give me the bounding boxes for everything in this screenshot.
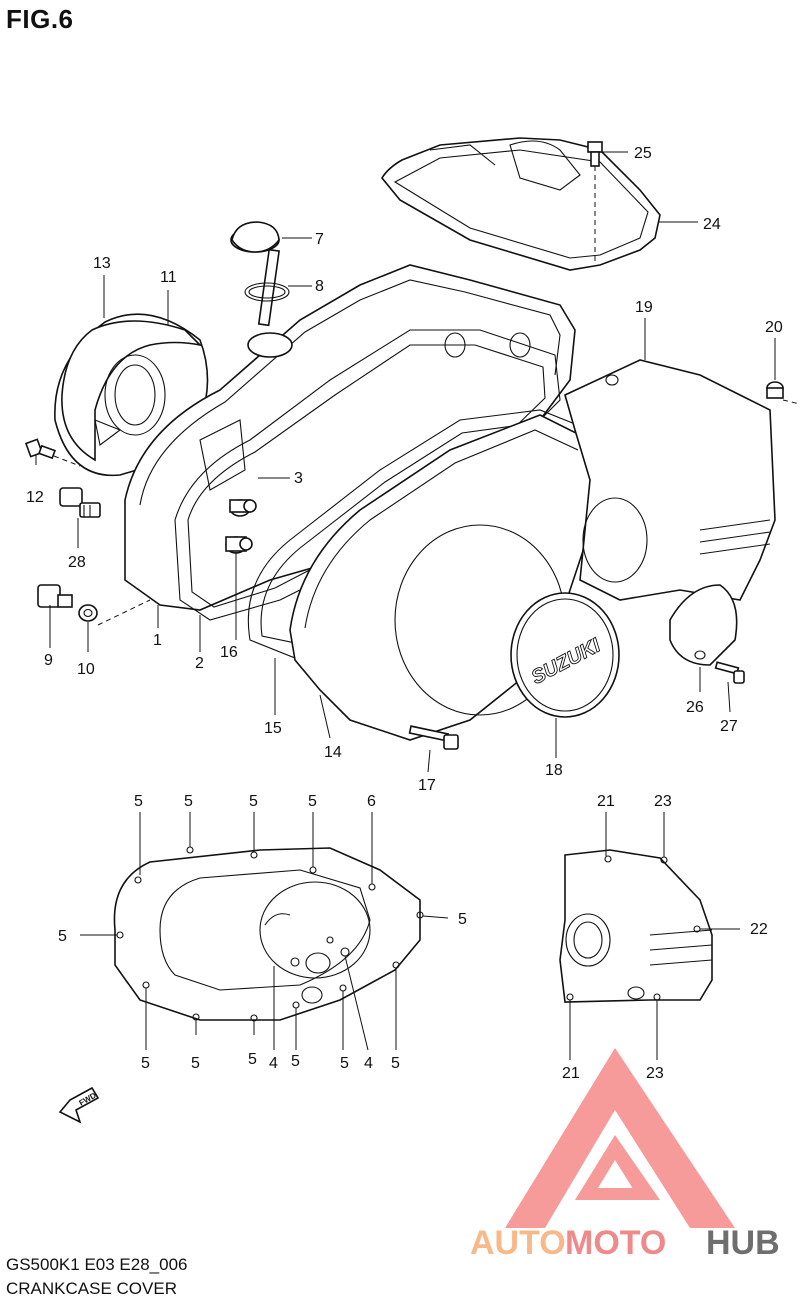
figure-title: FIG.6	[6, 4, 74, 34]
leader-lines-lower	[80, 812, 449, 1051]
part-19-sprocket-cover	[564, 359, 776, 601]
callout-5-k: 5	[340, 1055, 349, 1072]
callout-5-f: 5	[58, 928, 67, 945]
callout-13: 13	[93, 255, 111, 272]
callout-1: 1	[153, 632, 162, 649]
gasket-detail-drawing	[113, 846, 424, 1022]
callout-5-g: 5	[141, 1055, 150, 1072]
callout-18: 18	[545, 762, 563, 779]
part-8-o-ring	[244, 282, 290, 302]
watermark-text: AUTO MOTO HUB	[470, 1224, 780, 1262]
callout-5-d: 5	[308, 793, 317, 810]
part-16-dowel-pin	[225, 536, 253, 554]
part-24-top-cover	[381, 137, 661, 271]
callout-5-a: 5	[134, 793, 143, 810]
callout-21-b: 21	[562, 1065, 580, 1082]
callout-21-a: 21	[597, 793, 615, 810]
callout-16: 16	[220, 644, 238, 661]
callout-5-c: 5	[249, 793, 258, 810]
callout-5-b: 5	[184, 793, 193, 810]
part-12-bolt	[24, 438, 81, 467]
callout-7: 7	[315, 231, 324, 248]
part-25-bolt	[587, 141, 603, 262]
part-27-screw	[714, 661, 745, 684]
callout-8: 8	[315, 278, 324, 295]
callout-5-i: 5	[248, 1051, 257, 1068]
callout-4-b: 4	[364, 1055, 373, 1072]
callout-20: 20	[765, 319, 783, 336]
callout-5-h: 5	[191, 1055, 200, 1072]
watermark-inner-shape	[575, 1135, 660, 1200]
callout-9: 9	[44, 652, 53, 669]
fwd-arrow: FWD	[58, 1086, 100, 1124]
callout-2: 2	[195, 655, 204, 672]
leader-lines-upper	[35, 151, 776, 773]
callout-labels: 25 24 7 8 13 11 19 20 3 12 28 1 9 10 2 1…	[26, 145, 783, 1082]
callout-23-b: 23	[646, 1065, 664, 1082]
leader-lines-cover	[569, 812, 740, 1060]
watermark-word-moto: MOTO	[565, 1224, 666, 1262]
callout-26: 26	[686, 699, 704, 716]
callout-23-a: 23	[654, 793, 672, 810]
figure-code: GS500K1 E03 E28_006	[6, 1255, 188, 1274]
callout-10: 10	[77, 661, 95, 678]
part-26-cover-plate	[669, 584, 738, 666]
part-10-washer	[78, 599, 151, 626]
part-17-bolt	[408, 725, 459, 750]
callout-5-e: 5	[458, 911, 467, 928]
callout-22: 22	[750, 921, 768, 938]
part-3-dowel-pin	[229, 499, 257, 517]
watermark-word-hub: HUB	[706, 1224, 780, 1262]
callout-25: 25	[634, 145, 652, 162]
callout-11: 11	[160, 269, 177, 286]
callout-5-j: 5	[291, 1053, 300, 1070]
part-9-drain-plug	[37, 584, 73, 608]
watermark-triangle	[505, 1048, 735, 1228]
callout-14: 14	[324, 744, 342, 761]
callout-12: 12	[26, 489, 44, 506]
callout-28: 28	[68, 554, 86, 571]
part-20-cap	[766, 381, 800, 405]
figure-name: CRANKCASE COVER	[6, 1279, 177, 1298]
cover-detail-drawing	[559, 849, 713, 1003]
callout-19: 19	[635, 299, 653, 316]
callout-15: 15	[264, 720, 282, 737]
part-7-oil-filler-cap	[230, 221, 281, 327]
oil-filler-neck	[247, 332, 293, 358]
callout-24: 24	[703, 216, 721, 233]
callout-4-a: 4	[269, 1055, 278, 1072]
callout-27: 27	[720, 718, 738, 735]
watermark-word-auto: AUTO	[470, 1224, 566, 1262]
part-28-switch	[59, 487, 101, 518]
callout-17: 17	[418, 777, 436, 794]
part-18-emblem: SUZUKI	[510, 592, 620, 718]
callout-6: 6	[367, 793, 376, 810]
callout-3: 3	[294, 470, 303, 487]
watermark-logo	[505, 1048, 735, 1228]
callout-5-l: 5	[391, 1055, 400, 1072]
